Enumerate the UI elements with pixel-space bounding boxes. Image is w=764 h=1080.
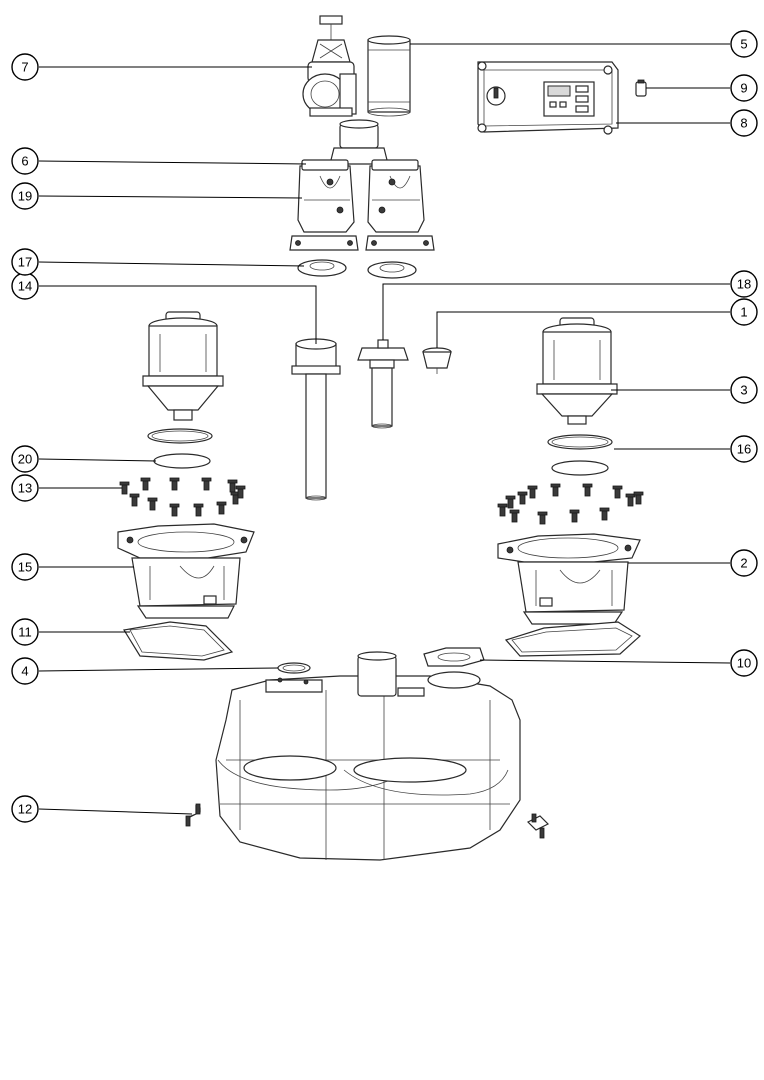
callout-4: 4 bbox=[11, 657, 39, 685]
callout-label: 2 bbox=[740, 556, 747, 571]
callout-label: 19 bbox=[18, 189, 32, 204]
collecting-tank bbox=[215, 651, 521, 861]
control-box bbox=[477, 61, 619, 135]
callout-label: 10 bbox=[737, 656, 751, 671]
callout-8: 8 bbox=[730, 109, 758, 137]
callout-label: 17 bbox=[18, 255, 32, 270]
pneumatic-tube bbox=[357, 339, 409, 429]
capacitor bbox=[635, 79, 647, 97]
left-motor bbox=[142, 311, 224, 421]
impeller-discs bbox=[153, 453, 609, 476]
brackets bbox=[185, 803, 550, 839]
callout-label: 8 bbox=[740, 116, 747, 131]
pump-housing-left bbox=[117, 523, 255, 619]
callout-18: 18 bbox=[730, 270, 758, 298]
screws-right bbox=[497, 483, 644, 525]
callout-1: 1 bbox=[730, 298, 758, 326]
callout-14: 14 bbox=[11, 272, 39, 300]
callout-3: 3 bbox=[730, 376, 758, 404]
callout-label: 11 bbox=[18, 625, 32, 640]
callout-label: 15 bbox=[18, 560, 32, 575]
screws-left bbox=[119, 477, 246, 517]
callout-13: 13 bbox=[11, 474, 39, 502]
pump-housing-right bbox=[497, 533, 641, 625]
callout-9: 9 bbox=[730, 74, 758, 102]
right-motor bbox=[536, 317, 618, 425]
callout-label: 4 bbox=[21, 664, 28, 679]
callout-2: 2 bbox=[730, 549, 758, 577]
leader-lines bbox=[38, 43, 731, 815]
gaskets bbox=[123, 621, 641, 661]
callout-15: 15 bbox=[11, 553, 39, 581]
callout-label: 20 bbox=[18, 452, 32, 467]
callout-label: 7 bbox=[21, 60, 28, 75]
callout-11: 11 bbox=[11, 618, 39, 646]
callout-7: 7 bbox=[11, 53, 39, 81]
seal-cap bbox=[422, 347, 452, 374]
callout-label: 16 bbox=[737, 442, 751, 457]
callout-5: 5 bbox=[730, 30, 758, 58]
callout-20: 20 bbox=[11, 445, 39, 473]
callout-19: 19 bbox=[11, 182, 39, 210]
flap-inserts bbox=[297, 259, 417, 279]
callout-16: 16 bbox=[730, 435, 758, 463]
callout-label: 13 bbox=[18, 481, 32, 496]
callout-label: 6 bbox=[21, 154, 28, 169]
callout-label: 12 bbox=[18, 802, 32, 817]
discharge-manifold bbox=[289, 119, 435, 251]
callout-10: 10 bbox=[730, 649, 758, 677]
callout-12: 12 bbox=[11, 795, 39, 823]
callout-6: 6 bbox=[11, 147, 39, 175]
callout-label: 1 bbox=[740, 305, 747, 320]
callout-label: 14 bbox=[18, 279, 32, 294]
level-sensor-tube bbox=[291, 338, 341, 501]
callout-label: 5 bbox=[740, 37, 747, 52]
pipe-sleeve bbox=[367, 35, 411, 117]
callout-label: 3 bbox=[740, 383, 747, 398]
callout-label: 18 bbox=[737, 277, 751, 292]
gate-valve bbox=[302, 15, 357, 117]
callout-label: 9 bbox=[740, 81, 747, 96]
o-rings bbox=[147, 428, 613, 450]
callout-17: 17 bbox=[11, 248, 39, 276]
